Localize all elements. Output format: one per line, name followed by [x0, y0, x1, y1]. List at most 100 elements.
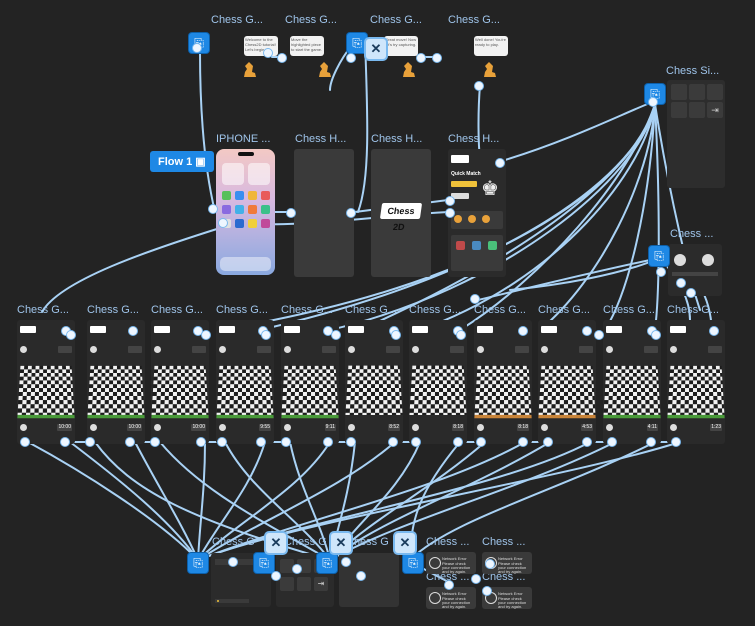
close-overlay-icon[interactable]: ✕: [395, 533, 415, 553]
connector-dot[interactable]: [445, 208, 455, 218]
chess-board: [345, 365, 403, 416]
connector-dot[interactable]: [256, 437, 266, 447]
connector-dot[interactable]: [208, 204, 218, 214]
connector-dot[interactable]: [277, 53, 287, 63]
connector-dot[interactable]: [470, 294, 480, 304]
chess2d-logo: [219, 326, 235, 333]
connector-dot[interactable]: [286, 208, 296, 218]
game-frame[interactable]: 8:18: [474, 320, 532, 444]
connector-dot[interactable]: [676, 278, 686, 288]
frame-label: Chess H...: [448, 133, 500, 145]
connector-dot[interactable]: [445, 196, 455, 206]
connector-dot[interactable]: [607, 437, 617, 447]
connector-dot[interactable]: [456, 330, 466, 340]
connector-dot[interactable]: [125, 437, 135, 447]
connector-dot[interactable]: [218, 218, 228, 228]
connector-dot[interactable]: [656, 267, 666, 277]
connector-dot[interactable]: [196, 437, 206, 447]
close-overlay-icon[interactable]: ✕: [331, 533, 351, 553]
connector-dot[interactable]: [646, 437, 656, 447]
connector-dot[interactable]: [128, 326, 138, 336]
connector-dot[interactable]: [263, 48, 273, 58]
connector-dot[interactable]: [271, 571, 281, 581]
connector-dot[interactable]: [346, 437, 356, 447]
connector-dot[interactable]: [518, 326, 528, 336]
connector-dot[interactable]: [495, 158, 505, 168]
game-frame[interactable]: 10:00: [87, 320, 145, 444]
connector-dot[interactable]: [323, 437, 333, 447]
interaction-trigger-icon[interactable]: ⎘: [254, 553, 274, 573]
iphone-home-frame[interactable]: [216, 149, 275, 275]
flow-start-label[interactable]: Flow 1 ▣: [150, 151, 214, 172]
globe-icon: [429, 592, 441, 604]
connector-dot[interactable]: [341, 557, 351, 567]
connector-dot[interactable]: [582, 437, 592, 447]
connector-dot[interactable]: [432, 53, 442, 63]
connector-dot[interactable]: [686, 288, 696, 298]
connector-dot[interactable]: [474, 81, 484, 91]
connector-dot[interactable]: [671, 437, 681, 447]
game-frame[interactable]: 1:23: [667, 320, 725, 444]
chess2d-logo: [670, 326, 686, 333]
connector-dot[interactable]: [217, 437, 227, 447]
connector-dot[interactable]: [85, 437, 95, 447]
connector-dot[interactable]: [648, 97, 658, 107]
connector-dot[interactable]: [388, 437, 398, 447]
game-frame[interactable]: 10:00: [151, 320, 209, 444]
close-overlay-icon[interactable]: ✕: [366, 39, 386, 59]
chess-home-frame[interactable]: Quick Match ♚: [448, 149, 506, 277]
connector-dot[interactable]: [150, 437, 160, 447]
connector-dot[interactable]: [709, 326, 719, 336]
player-timer: 1:23: [710, 424, 722, 431]
connector-dot[interactable]: [346, 208, 356, 218]
connector-dot[interactable]: [518, 437, 528, 447]
game-frame[interactable]: 4:11: [603, 320, 661, 444]
close-overlay-icon[interactable]: ✕: [266, 533, 286, 553]
frame-label: Chess G...: [538, 304, 590, 316]
connector-dot[interactable]: [651, 330, 661, 340]
connector-dot[interactable]: [582, 326, 592, 336]
game-frame[interactable]: 8:52: [345, 320, 403, 444]
connector-dot[interactable]: [228, 557, 238, 567]
connector-dot[interactable]: [416, 53, 426, 63]
chess-h-frame[interactable]: [294, 149, 354, 277]
connector-dot[interactable]: [281, 437, 291, 447]
interaction-trigger-icon[interactable]: ⎘: [317, 553, 337, 573]
connector-dot[interactable]: [411, 437, 421, 447]
interaction-trigger-icon[interactable]: ⎘: [649, 246, 669, 266]
game-frame[interactable]: 9:11: [281, 320, 339, 444]
chess2d-logo: [284, 326, 300, 333]
interaction-trigger-icon[interactable]: ⎘: [188, 553, 208, 573]
game-frame[interactable]: 10:00: [17, 320, 75, 444]
chess-match-found-frame[interactable]: [668, 244, 722, 296]
connector-dot[interactable]: [356, 571, 366, 581]
connector-dot[interactable]: [261, 330, 271, 340]
connector-dot[interactable]: [331, 330, 341, 340]
game-frame[interactable]: 8:18: [409, 320, 467, 444]
interaction-trigger-icon[interactable]: ⎘: [403, 553, 423, 573]
interaction-trigger-icon[interactable]: ⎘: [347, 33, 367, 53]
game-frame[interactable]: 9:55: [216, 320, 274, 444]
connector-dot[interactable]: [476, 437, 486, 447]
connector-dot[interactable]: [192, 43, 202, 53]
connector-dot[interactable]: [471, 574, 481, 584]
chess-sidebar-frame[interactable]: ⇥: [667, 80, 725, 188]
connector-dot[interactable]: [201, 330, 211, 340]
connector-dot[interactable]: [346, 53, 356, 63]
connector-dot[interactable]: [543, 437, 553, 447]
connector-dot[interactable]: [391, 330, 401, 340]
connector-dot[interactable]: [66, 330, 76, 340]
connector-dot[interactable]: [594, 330, 604, 340]
connector-dot[interactable]: [485, 559, 495, 569]
opponent-timer: [515, 346, 529, 353]
connector-dot[interactable]: [292, 564, 302, 574]
connector-dot[interactable]: [20, 437, 30, 447]
connector-dot[interactable]: [444, 580, 454, 590]
connector-dot[interactable]: [482, 586, 492, 596]
connector-dot[interactable]: [60, 437, 70, 447]
connector-dot[interactable]: [453, 437, 463, 447]
game-frame[interactable]: 4:53: [538, 320, 596, 444]
